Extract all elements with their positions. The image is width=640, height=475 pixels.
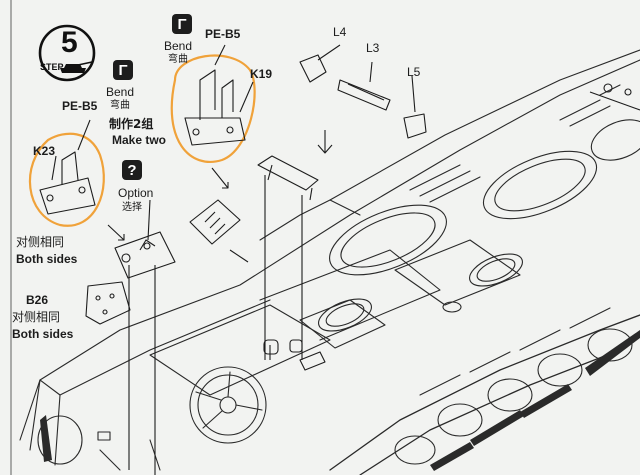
part-frame <box>257 155 319 191</box>
part-label-l5: L5 <box>407 65 421 79</box>
part-k23 <box>39 177 96 215</box>
make-two-label-cn: 制作2组 <box>109 117 154 131</box>
both-sides-note-2-cn: 对侧相同 <box>12 310 61 324</box>
part-label-pe-b5-left: PE-B5 <box>62 99 98 113</box>
part-l4 <box>299 54 327 83</box>
option-label: Option <box>118 186 154 200</box>
hull-outline <box>19 59 640 441</box>
rear-fan <box>189 366 267 444</box>
engine-deck <box>149 304 331 396</box>
both-sides-note-1-cn: 对侧相同 <box>16 235 65 249</box>
part-label-l4: L4 <box>333 25 347 39</box>
bend-icon: Γ <box>172 14 192 34</box>
step-badge <box>38 24 96 82</box>
step-label: STEP <box>40 62 64 72</box>
bend-label-top-cn: 弯曲 <box>168 54 188 65</box>
part-label-pe-b5-top: PE-B5 <box>205 27 241 41</box>
both-sides-note-1: Both sides <box>16 252 78 266</box>
track <box>329 314 640 471</box>
bend-icon-left: Γ <box>113 60 133 80</box>
part-label-l3: L3 <box>366 41 380 55</box>
part-label-k19: K19 <box>250 67 273 81</box>
part-label-k23: K23 <box>33 144 56 158</box>
question-icon: ? <box>122 160 142 180</box>
bend-label-left-cn: 弯曲 <box>110 100 130 111</box>
part-b26 <box>85 281 131 325</box>
bend-label-top: Bend <box>164 39 193 53</box>
option-label-cn: 选择 <box>122 202 142 213</box>
part-l5 <box>403 113 427 139</box>
both-sides-note-2: Both sides <box>12 327 74 341</box>
part-label-b26: B26 <box>26 293 49 307</box>
bend-label-left: Bend <box>106 85 135 99</box>
highlight-circle-left <box>28 132 105 227</box>
make-two-label: Make two <box>112 133 167 147</box>
highlight-circle-top <box>170 54 256 163</box>
part-option-plate <box>114 231 176 279</box>
step-number: 5 <box>61 26 78 59</box>
part-grill-plate <box>189 199 241 245</box>
part-l3 <box>337 79 391 111</box>
turret-ring <box>329 204 447 276</box>
